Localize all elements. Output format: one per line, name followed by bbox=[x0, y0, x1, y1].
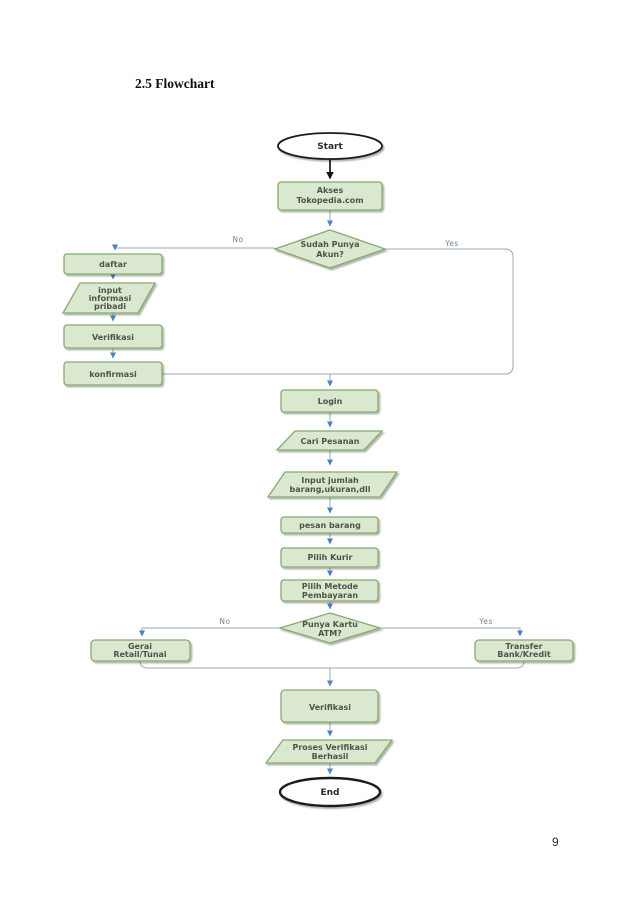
io-proses-verifikasi-berhasil: Proses Verifikasi Berhasil bbox=[264, 739, 394, 764]
edge-decision1-no-daftar bbox=[112, 244, 275, 251]
svg-text:Sudah Punya: Sudah Punya bbox=[301, 240, 360, 249]
end-node: End bbox=[278, 776, 382, 808]
process-gerai-retail-tunai: Gerai Retail/Tunai bbox=[90, 639, 191, 662]
svg-text:Login: Login bbox=[318, 397, 343, 406]
svg-text:barang,ukuran,dll: barang,ukuran,dll bbox=[290, 485, 371, 494]
svg-text:Retail/Tunai: Retail/Tunai bbox=[113, 650, 167, 659]
edge-decision1-yes-merge bbox=[162, 248, 514, 375]
start-node: Start bbox=[277, 132, 383, 160]
edge-decision2-no-gerai bbox=[139, 627, 280, 637]
svg-text:Bank/Kredit: Bank/Kredit bbox=[497, 650, 550, 659]
process-transfer-bank-kredit: Transfer Bank/Kredit bbox=[474, 639, 574, 662]
process-verifikasi-akun: Verifikasi bbox=[63, 324, 163, 349]
process-verifikasi-pembayaran: Verifikasi bbox=[280, 689, 379, 723]
svg-text:konfirmasi: konfirmasi bbox=[89, 370, 137, 379]
edge-branches-merge bbox=[139, 660, 525, 669]
io-input-jumlah-barang: Input jumlah barang,ukuran,dll bbox=[266, 471, 399, 498]
decision-sudah-punya-akun: Sudah Punya Akun? bbox=[273, 229, 387, 269]
io-cari-pesanan: Cari Pesanan bbox=[275, 430, 384, 451]
edge-label-akun-no: No bbox=[232, 235, 243, 244]
decision-punya-kartu-atm: Punya Kartu ATM? bbox=[277, 612, 383, 644]
section-title: 2.5 Flowchart bbox=[135, 76, 215, 91]
svg-text:Verifikasi: Verifikasi bbox=[92, 333, 134, 342]
svg-text:Pembayaran: Pembayaran bbox=[302, 591, 358, 600]
page-number: 9 bbox=[552, 835, 559, 849]
svg-text:input: input bbox=[98, 286, 122, 295]
svg-text:ATM?: ATM? bbox=[318, 629, 342, 638]
svg-text:pesan barang: pesan barang bbox=[299, 521, 361, 530]
edge-label-atm-yes: Yes bbox=[478, 617, 493, 626]
process-pesan-barang: pesan barang bbox=[280, 516, 379, 534]
svg-text:Punya Kartu: Punya Kartu bbox=[302, 620, 358, 629]
svg-text:Tokopedia.com: Tokopedia.com bbox=[296, 196, 363, 205]
process-konfirmasi: konfirmasi bbox=[63, 361, 163, 386]
svg-text:Akses: Akses bbox=[317, 186, 344, 195]
process-login: Login bbox=[280, 389, 379, 413]
svg-text:daftar: daftar bbox=[99, 260, 127, 269]
svg-text:Transfer: Transfer bbox=[505, 642, 542, 651]
process-pilih-metode-pembayaran: Pilih Metode Pembayaran bbox=[280, 579, 379, 602]
svg-text:Berhasil: Berhasil bbox=[312, 752, 349, 761]
edge-decision2-yes-transfer bbox=[380, 627, 523, 637]
process-daftar: daftar bbox=[63, 253, 163, 275]
process-pilih-kurir: Pilih Kurir bbox=[280, 547, 379, 568]
edge-label-atm-no: No bbox=[219, 617, 230, 626]
svg-text:Akun?: Akun? bbox=[316, 250, 344, 259]
svg-text:Gerai: Gerai bbox=[128, 642, 152, 651]
io-input-informasi-pribadi: input informasi pribadi bbox=[61, 282, 157, 314]
svg-text:Pilih Kurir: Pilih Kurir bbox=[308, 553, 353, 562]
start-label: Start bbox=[317, 142, 343, 152]
svg-text:Pilih Metode: Pilih Metode bbox=[302, 582, 359, 591]
svg-text:informasi: informasi bbox=[89, 294, 132, 303]
process-akses-tokopedia: Akses Tokopedia.com bbox=[277, 181, 383, 211]
svg-text:Input jumlah: Input jumlah bbox=[301, 476, 359, 485]
end-label: End bbox=[321, 788, 340, 798]
svg-text:Cari Pesanan: Cari Pesanan bbox=[301, 437, 360, 446]
svg-text:Verifikasi: Verifikasi bbox=[309, 703, 351, 712]
svg-text:pribadi: pribadi bbox=[94, 302, 126, 311]
edge-label-akun-yes: Yes bbox=[444, 239, 459, 248]
svg-text:Proses Verifikasi: Proses Verifikasi bbox=[292, 743, 367, 752]
